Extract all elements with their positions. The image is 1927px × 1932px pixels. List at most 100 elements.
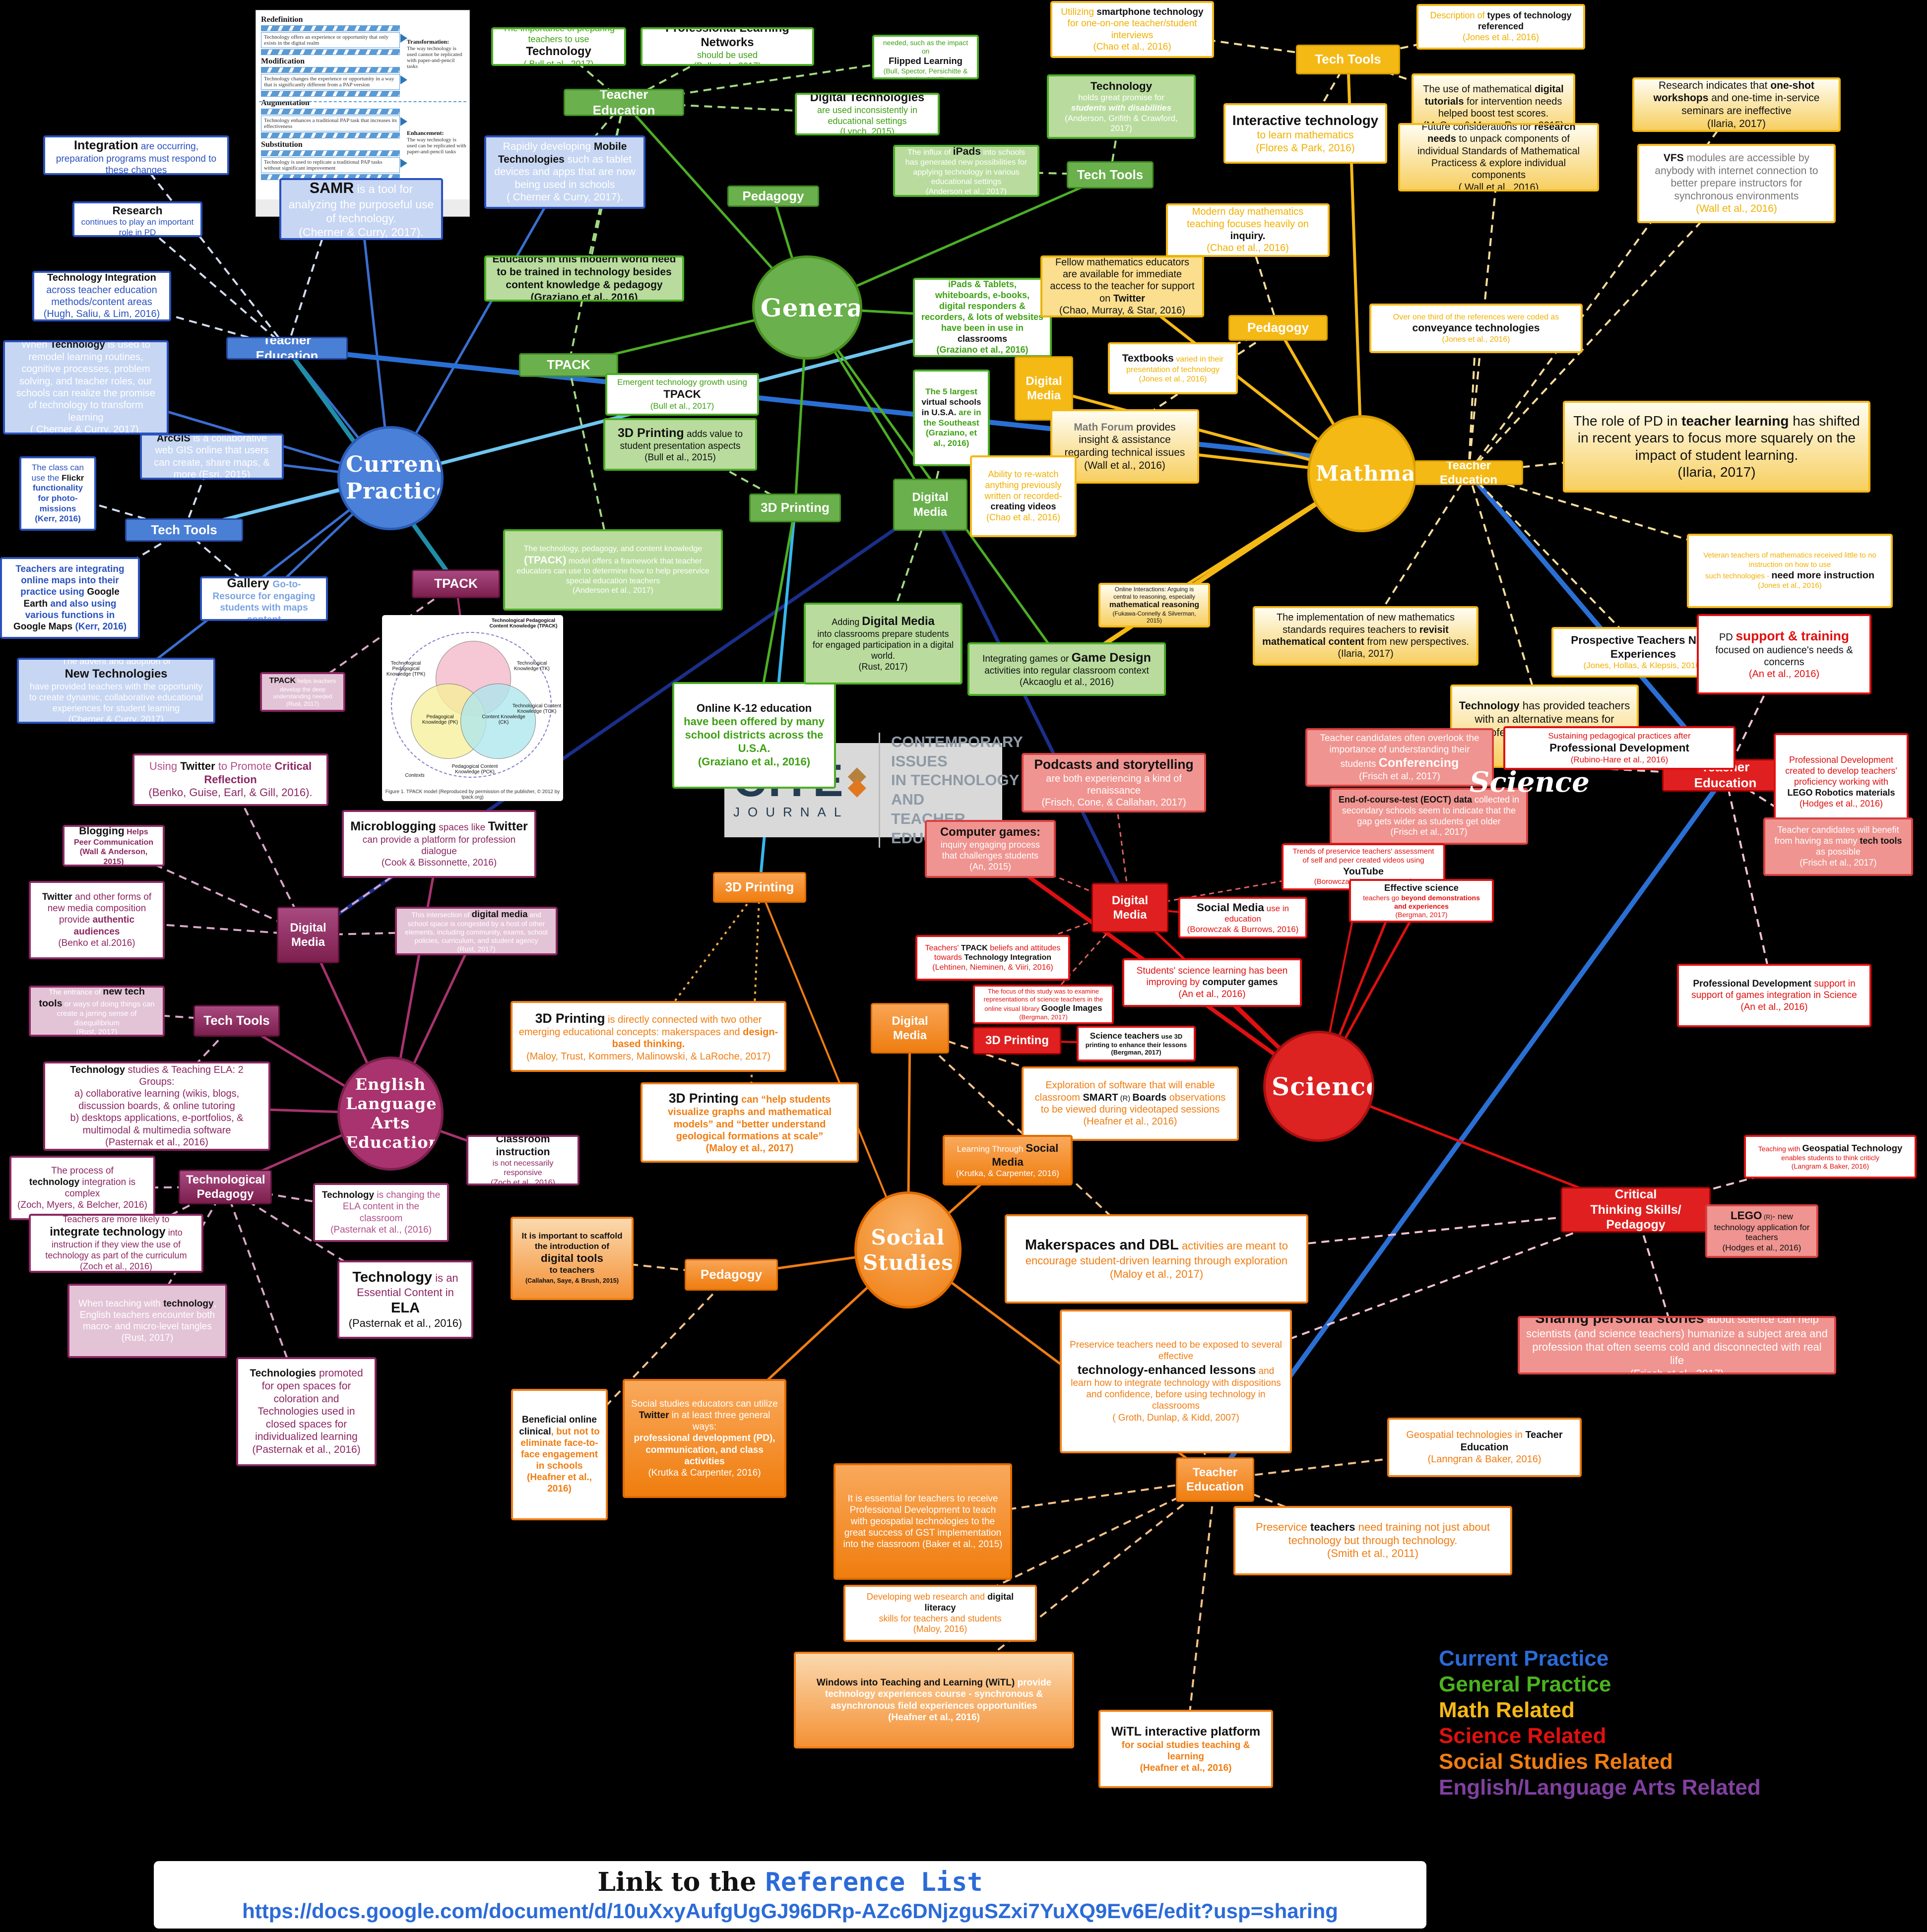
l-ped-green: Pedagogy — [727, 186, 819, 207]
cp-new-tech: The advent and adoption of New Technolog… — [17, 658, 215, 724]
l-dm-red: Digital Media — [1092, 883, 1168, 933]
e-blogging: Blogging Helps Peer Communication (Wall … — [63, 825, 165, 867]
reference-list-heading: Link to the Reference List — [597, 1867, 983, 1897]
gen-emergent-tpack: Emergent technology growth using TPACK (… — [605, 373, 759, 416]
edge-l-te-blue-l-te-yellow — [286, 346, 1469, 475]
s-sharing: Sharing personal stories about science c… — [1518, 1316, 1836, 1374]
e-more-likely: Teachers are more likely to integrate te… — [29, 1214, 203, 1273]
s-prof-dev-games: Professional Development support in supp… — [1677, 964, 1871, 1027]
l-tt-green: Tech Tools — [1067, 161, 1154, 188]
l-tt-purple: Tech Tools — [193, 1005, 280, 1037]
ss-essential-gst: It is essential for teachers to receive … — [834, 1463, 1012, 1580]
hub-math: Mathmatics — [1307, 415, 1416, 532]
s-google-images: The focus of this study was to examine r… — [973, 985, 1114, 1024]
edge-l-ct-red-s-sharing — [1635, 1209, 1678, 1346]
cp-arcgis: ArcGIS is a collaborative web GIS online… — [140, 434, 284, 480]
reference-list-link[interactable]: Reference List — [765, 1867, 983, 1897]
contexts-circle — [391, 632, 552, 778]
edge-l-tt-purple-e-new-tools — [96, 1010, 237, 1022]
s-computer-games: Computer games: inquiry engaging process… — [925, 820, 1056, 878]
l-te-green: Teacher Education — [564, 89, 684, 116]
samr-row-title: Modification — [261, 57, 305, 65]
l-3dp-red: 3D Printing — [973, 1027, 1061, 1055]
m-online-interactions: Online Interactions: Arguing is central … — [1098, 583, 1210, 627]
l-tt-yellow: Tech Tools — [1296, 45, 1400, 74]
gen-digital-tech: Digital Technologies are used inconsiste… — [795, 93, 940, 135]
arrow-icon — [400, 34, 407, 43]
l-dm-green: Digital Media — [893, 479, 967, 531]
e-changing-ela: Technology is changing the ELA content i… — [313, 1183, 449, 1242]
l-ct-red: Critical Thinking Skills/ Pedagogy — [1561, 1187, 1711, 1233]
ss-makerspaces: Makerspaces and DBL activities are meant… — [1005, 1214, 1308, 1304]
m-fellow: Fellow mathematics educators are availab… — [1040, 255, 1204, 317]
gen-five-largest: The 5 largest virtual schools in U.S.A. … — [913, 370, 990, 466]
legend-item-2: Math Related — [1439, 1697, 1575, 1722]
l-tpack-mag: TPACK — [412, 569, 500, 598]
tpack-caption: Figure 1. TPACK model (Reproduced by per… — [385, 789, 560, 800]
hub-ela: English Language Arts Education — [337, 1057, 444, 1171]
s-pd-support: PD support & training focused on audienc… — [1697, 614, 1871, 694]
hub-ss: Social Studies — [854, 1191, 962, 1309]
hub-cp: Current Practice — [337, 426, 444, 530]
s-smart: Exploration of software that will enable… — [1022, 1066, 1239, 1141]
cite-journal-word: JOURNAL — [733, 804, 849, 819]
reference-link-bar: Link to the Reference List https://docs.… — [154, 1861, 1426, 1929]
edge-l-dm-red-s-tpack-beliefs — [992, 907, 1131, 959]
reference-list-url[interactable]: https://docs.google.com/document/d/10uXx… — [242, 1899, 1338, 1923]
legend-item-1: General Practice — [1439, 1672, 1611, 1696]
s-social-media: Social Media use in education (Borowczak… — [1178, 897, 1307, 938]
gen-integrating-games: Integrating games or Game Design activit… — [967, 642, 1166, 696]
cp-flickr: The class can use the Flickr functionali… — [19, 456, 96, 531]
s-3d-teachers: Science teachers use 3D printing to enha… — [1077, 1026, 1196, 1061]
edge-hub-cp-gen-mobile-tech — [389, 171, 566, 479]
edge-l-dm-green-l-dm-red — [928, 503, 1132, 909]
l-te-blue: Teacher Education — [226, 337, 348, 360]
gen-pln: Professional Learning Networks should be… — [641, 27, 814, 66]
ss-beneficial: Beneficial online clinical, but not to e… — [511, 1389, 608, 1520]
ss-geospatial-te: Geospatial technologies in Teacher Educa… — [1387, 1418, 1582, 1477]
e-intersection: This intersection of digital media and s… — [395, 907, 558, 955]
s-eoct: End-of-course-test (EOCT) data collected… — [1330, 788, 1528, 845]
edge-l-te-yellow-m-veteran — [1468, 472, 1791, 572]
m-description: Description of types of technology refer… — [1416, 4, 1585, 50]
l-dm-yellow: Digital Media — [1015, 356, 1073, 421]
m-vfs: VFS modules are accessible by anybody wi… — [1637, 144, 1836, 223]
striped-arrow-bar — [261, 25, 400, 31]
s-students-learning: Students' science learning has been impr… — [1122, 958, 1302, 1007]
tk-label: Technological Knowledge (TK) — [514, 661, 550, 672]
cp-disruptive: Disruptive changes in Technology Integra… — [43, 135, 229, 175]
gen-tech-promise: Technology holds great promise for stude… — [1047, 74, 1196, 139]
gen-importance: The importance of preparing teachers to … — [491, 27, 626, 66]
m-implementation: The implementation of new mathematics st… — [1253, 606, 1478, 666]
edge-hub-math-gen-integrating-games — [1065, 472, 1363, 671]
edge-l-te-blue-cp-peer-reviewed — [136, 218, 288, 349]
samr-transformation-note: Transformation:The way technology is use… — [407, 38, 462, 69]
edge-l-te-yellow-m-prospective — [1468, 472, 1644, 653]
legend-item-3: Science Related — [1439, 1723, 1606, 1748]
m-future: Future considerations for research needs… — [1398, 123, 1599, 191]
s-lego-new: LEGO (R)- new technology application for… — [1705, 1204, 1818, 1258]
ss-witl-interactive: WiTL interactive platform for social stu… — [1098, 1710, 1273, 1788]
samr-divider — [259, 101, 466, 102]
s-candidates-tools: Teacher candidates will benefit from hav… — [1763, 817, 1913, 876]
legend-item-4: Social Studies Related — [1439, 1749, 1673, 1774]
l-dm-orange: Digital Media — [871, 1003, 949, 1054]
pck-label: Pedagogical Content Knowledge (PCK) — [451, 764, 498, 775]
l-techped-purple: Technological Pedagogy — [179, 1170, 272, 1204]
l-ped-orange: Pedagogy — [685, 1259, 778, 1291]
edge-l-te-yellow-m-conveyance — [1468, 328, 1477, 473]
ss-3dp-directly: 3D Printing is directly connected with t… — [511, 1001, 786, 1072]
s-effective: Effective science teachers go beyond dem… — [1349, 879, 1494, 923]
cp-when-technology: When Technology is used to remodel learn… — [3, 340, 169, 435]
e-process: The process of technology integration is… — [9, 1156, 155, 1220]
science-word: Science — [1470, 765, 1590, 799]
gen-mobile-tech: Rapidly developing Mobile Technologies s… — [484, 135, 645, 209]
contexts-label: Contexts — [405, 773, 425, 778]
e-when-teaching: When teaching with technology, English t… — [67, 1284, 227, 1358]
gen-flipped: Peer Reviewed Research is needed, such a… — [872, 35, 979, 79]
gen-ipads-influx: The influx of iPads into schools has gen… — [893, 145, 1039, 197]
m-veteran: Veteran teachers of mathematics received… — [1687, 534, 1893, 608]
hub-gen: General — [752, 255, 862, 360]
ss-twitter: Social studies educators can utilize Twi… — [623, 1379, 786, 1498]
